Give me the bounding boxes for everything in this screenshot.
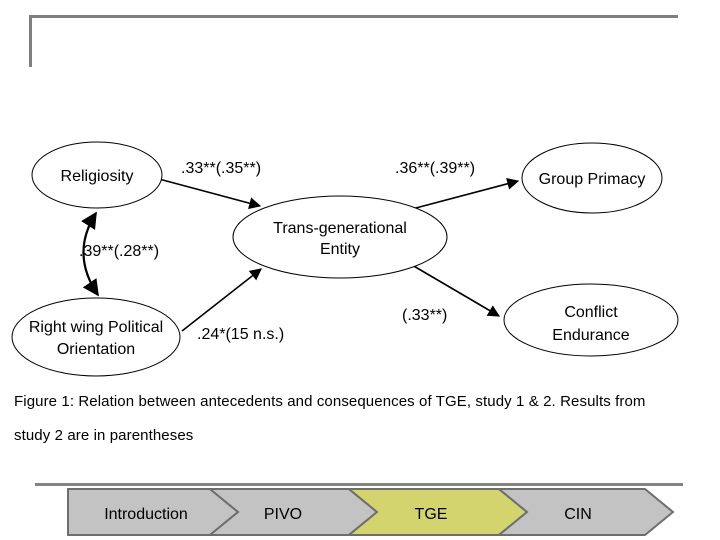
node-group-primacy-label: Group Primacy bbox=[539, 171, 646, 188]
nav-label-cin: CIN bbox=[564, 506, 592, 523]
nav-item-introduction[interactable]: Introduction bbox=[67, 488, 240, 536]
edge-tge-to-conflict-endurance bbox=[411, 264, 501, 317]
node-rwpo-label-line1: Right wing Political bbox=[29, 319, 163, 336]
nav-item-cin[interactable]: CIN bbox=[496, 488, 675, 536]
node-religiosity-ellipse bbox=[31, 141, 163, 209]
nav-label-tge: TGE bbox=[415, 506, 448, 523]
nav-item-tge[interactable]: TGE bbox=[346, 488, 529, 536]
node-group-primacy-ellipse bbox=[521, 142, 663, 214]
node-conflict-endurance-label-line1: Conflict bbox=[564, 304, 618, 321]
coef-tge-to-group-primacy: .36**(.39**) bbox=[395, 160, 475, 177]
nav-chevron-cin[interactable] bbox=[496, 488, 675, 536]
nav-label-pivo: PIVO bbox=[264, 506, 302, 523]
node-tge-ellipse bbox=[232, 195, 448, 279]
nav-divider-line bbox=[35, 483, 683, 486]
node-conflict-endurance-ellipse bbox=[503, 283, 679, 357]
coef-religiosity-rwpo-correlation: .39**(.28**) bbox=[79, 243, 159, 260]
edge-religiosity-to-tge bbox=[158, 178, 262, 210]
figure-caption-line2: study 2 are in parentheses bbox=[14, 427, 194, 444]
path-model-diagram: Religiosity Trans-generational Entity Gr… bbox=[11, 141, 679, 377]
edge-rwpo-to-tge bbox=[181, 268, 262, 332]
node-rwpo-label-line2: Orientation bbox=[57, 341, 135, 358]
edge-religiosity-rwpo-correlation bbox=[81, 211, 99, 297]
node-conflict-endurance-label-line2: Endurance bbox=[552, 327, 629, 344]
node-rwpo-ellipse bbox=[11, 297, 181, 377]
slide-left-border-line bbox=[29, 15, 32, 67]
diagram-nodes: Religiosity Trans-generational Entity Gr… bbox=[11, 141, 679, 377]
edge-tge-to-group-primacy bbox=[411, 177, 520, 210]
nav-label-introduction: Introduction bbox=[104, 506, 188, 523]
diagram-edges bbox=[81, 177, 520, 332]
coef-religiosity-to-tge: .33**(.35**) bbox=[181, 160, 261, 177]
section-navbar: Introduction PIVO TGE CIN bbox=[67, 488, 675, 536]
slide-top-border-line bbox=[30, 15, 678, 18]
node-tge-label-line2: Entity bbox=[320, 241, 360, 258]
node-tge-label-line1: Trans-generational bbox=[273, 220, 407, 237]
diagram-coefficients: .33**(.35**) .36**(.39**) .39**(.28**) .… bbox=[79, 160, 475, 343]
figure-caption-line1: Figure 1: Relation between antecedents a… bbox=[14, 393, 646, 410]
node-religiosity-label: Religiosity bbox=[61, 168, 134, 185]
coef-tge-to-conflict-endurance: (.33**) bbox=[402, 307, 447, 324]
coef-rwpo-to-tge: .24*(15 n.s.) bbox=[197, 326, 284, 343]
